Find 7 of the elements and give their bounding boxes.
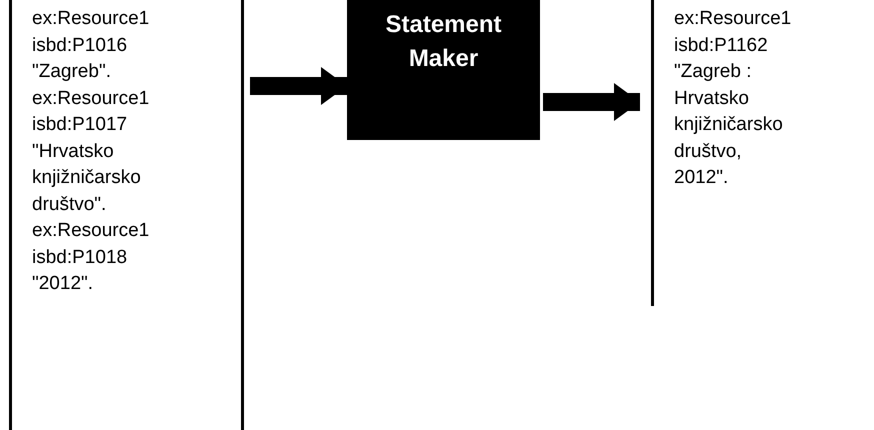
statement-text: ex:Resource1 isbd:P1016 "Zagreb". ex:Resource1 isbd:P1017 "Hrvatsko knjižničarsko društvo". ex:Resource1 isbd:P1018 "2012". <box>32 7 150 296</box>
process-box <box>347 0 540 140</box>
box-label: Statement Maker <box>384 10 503 74</box>
statement-text: ex:Resource1 isbd:P1162 "Zagreb : Hrvatsko knjižničarsko društvo, 2012". <box>674 7 792 190</box>
text-box <box>9 0 244 430</box>
arrow <box>543 83 640 121</box>
arrow <box>250 67 347 105</box>
